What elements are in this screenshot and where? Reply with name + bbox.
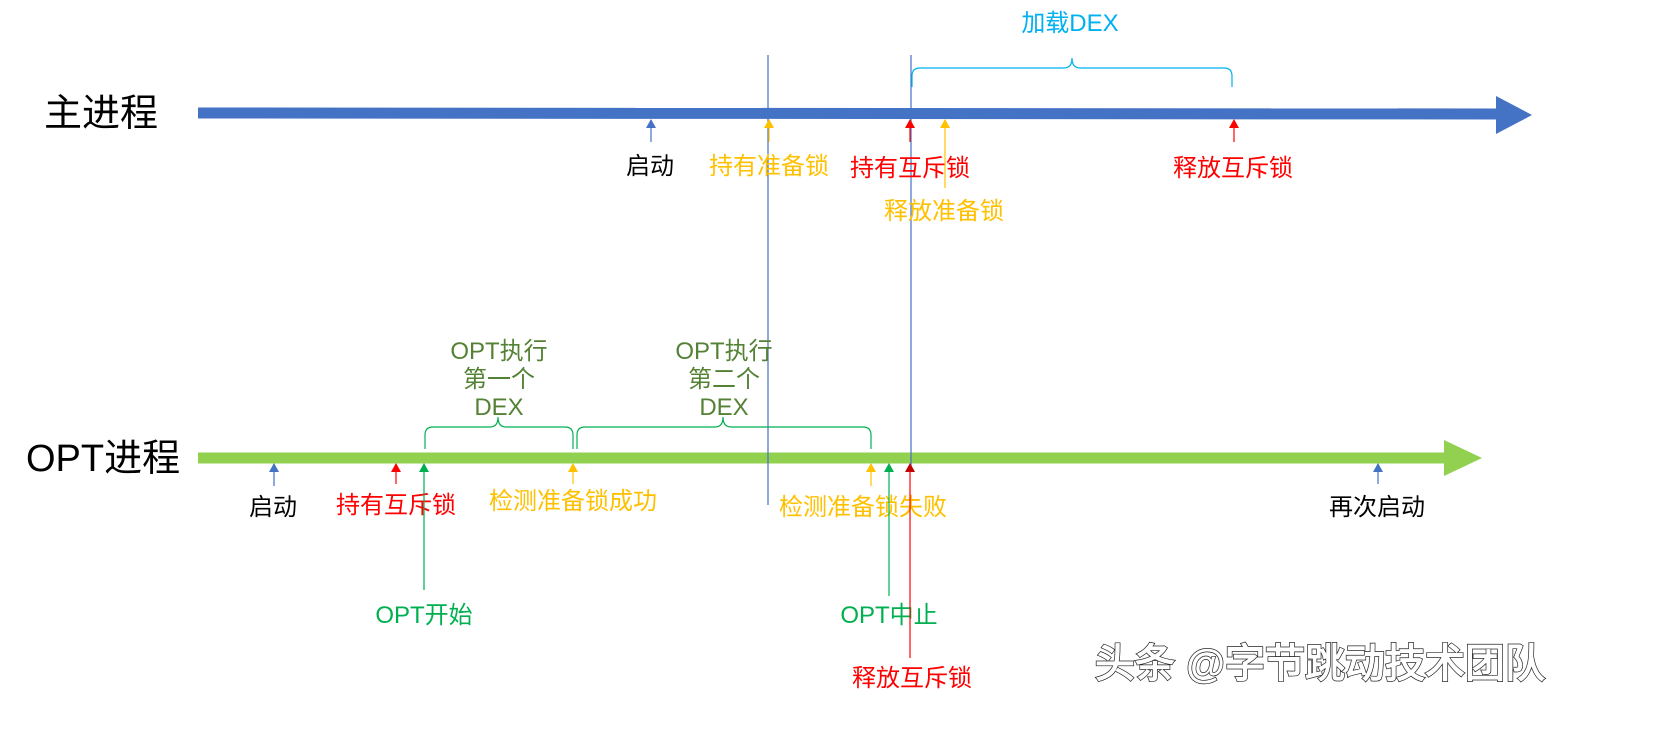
watermark-text: 头条 @字节跳动技术团队 bbox=[1095, 642, 1546, 686]
opt-start-marker bbox=[269, 463, 279, 486]
opt-abort-label: OPT中止 bbox=[840, 602, 937, 629]
main-process-axis bbox=[197, 107, 1501, 120]
lane-label-main: 主进程 bbox=[44, 93, 158, 135]
opt-second-dex-label-line3: DEX bbox=[699, 394, 748, 421]
opt-hold-mutex-lock-label: 持有互斥锁 bbox=[336, 492, 456, 519]
opt-restart-label: 再次启动 bbox=[1329, 494, 1425, 521]
opt-start-label: 启动 bbox=[249, 494, 297, 521]
opt-release-mutex-lock-marker bbox=[905, 463, 915, 658]
opt-check-prepare-lock-fail-marker bbox=[866, 463, 876, 486]
main-hold-prepare-lock-label: 持有准备锁 bbox=[709, 153, 829, 180]
opt-check-prepare-lock-fail-label: 检测准备锁失败 bbox=[779, 494, 947, 521]
opt-release-mutex-lock-label: 释放互斥锁 bbox=[852, 665, 972, 692]
opt-check-prepare-lock-success-label: 检测准备锁成功 bbox=[489, 488, 657, 515]
main-hold-prepare-lock-marker bbox=[764, 119, 774, 142]
main-release-prepare-lock-marker bbox=[940, 119, 950, 188]
opt-second-dex-label-line1: OPT执行 bbox=[675, 338, 772, 365]
load-dex-label: 加载DEX bbox=[1021, 10, 1118, 37]
opt-abort-marker bbox=[884, 463, 894, 596]
opt-second-dex-brace bbox=[576, 416, 872, 449]
load-dex-brace bbox=[911, 57, 1233, 87]
main-hold-mutex-lock-label: 持有互斥锁 bbox=[850, 155, 970, 182]
opt-begin-label: OPT开始 bbox=[375, 602, 472, 629]
opt-restart-marker bbox=[1373, 463, 1383, 484]
opt-first-dex-label-line1: OPT执行 bbox=[450, 338, 547, 365]
main-axis-arrowhead bbox=[1496, 96, 1532, 134]
opt-first-dex-label-line3: DEX bbox=[474, 394, 523, 421]
main-hold-mutex-lock-marker bbox=[905, 119, 915, 142]
main-release-prepare-lock-label: 释放准备锁 bbox=[884, 198, 1004, 225]
lane-label-opt: OPT进程 bbox=[26, 438, 180, 480]
main-release-mutex-lock-label: 释放互斥锁 bbox=[1173, 155, 1293, 182]
opt-check-prepare-lock-success-marker bbox=[568, 463, 578, 484]
opt-first-dex-brace bbox=[424, 416, 574, 449]
opt-first-dex-label-line2: 第一个 bbox=[463, 366, 535, 393]
main-start-marker bbox=[646, 119, 656, 142]
opt-begin-marker bbox=[419, 463, 429, 590]
main-release-mutex-lock-marker bbox=[1229, 119, 1239, 142]
opt-second-dex-label-line2: 第二个 bbox=[688, 366, 760, 393]
opt-axis-arrowhead bbox=[1444, 440, 1482, 476]
main-start-label: 启动 bbox=[626, 153, 674, 180]
opt-hold-mutex-lock-marker bbox=[391, 463, 401, 484]
